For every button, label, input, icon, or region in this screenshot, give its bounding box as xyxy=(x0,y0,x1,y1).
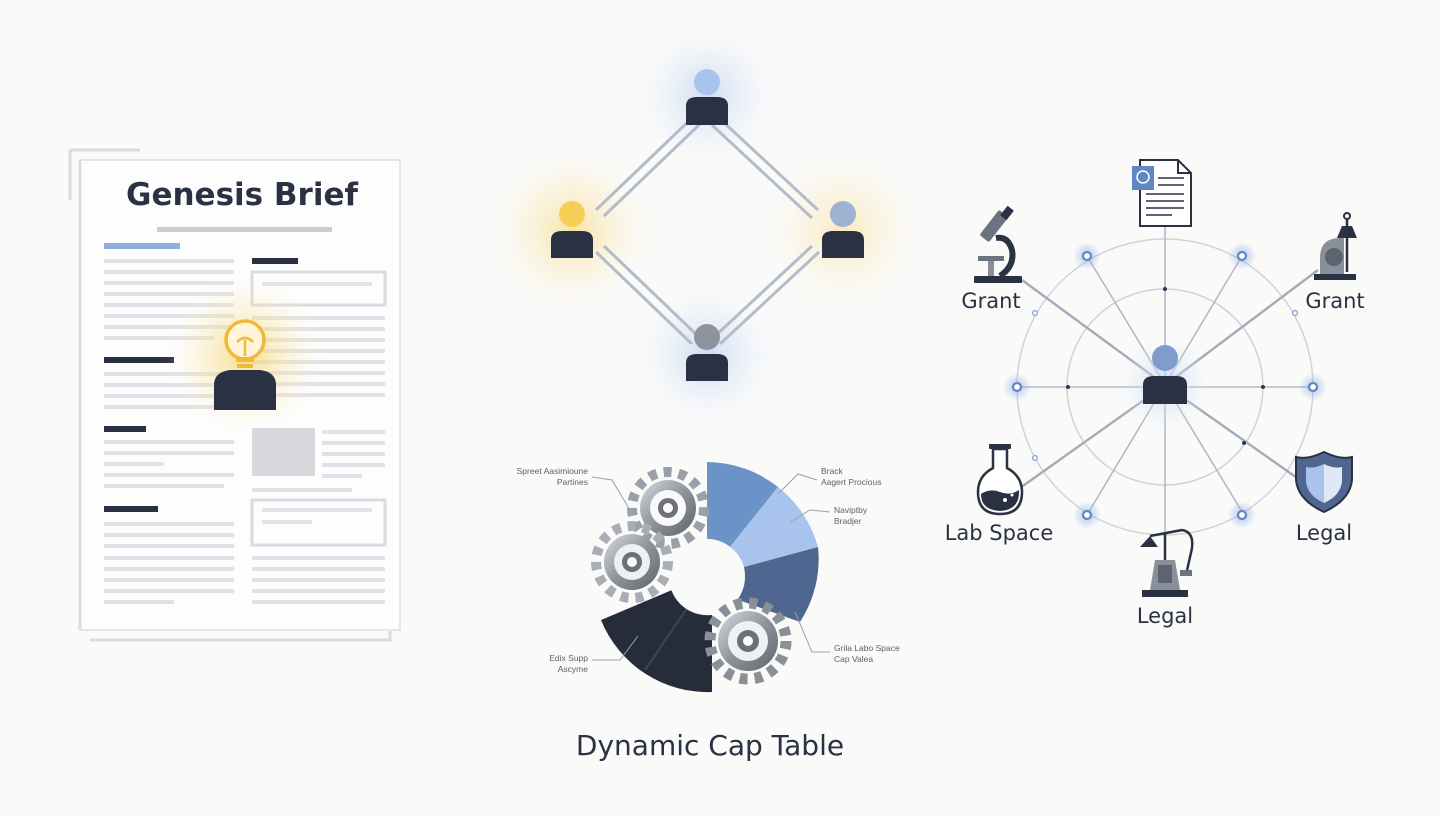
scale-flask-icon xyxy=(1314,212,1357,280)
body-text-lines xyxy=(104,259,234,604)
central-founder xyxy=(1117,337,1213,433)
callout-1-line-1: Aagert Procious xyxy=(821,477,881,487)
team-member-left xyxy=(551,201,593,258)
callout-0-line-1: Partines xyxy=(557,477,588,487)
callout-0-line-0: Spreet Aasimioune xyxy=(517,466,589,476)
accent-heading-bar xyxy=(104,243,180,249)
balance-scale-icon xyxy=(1140,528,1194,597)
label-legal-bottom: Legal xyxy=(1137,604,1193,628)
resource-network: Grant Grant Lab Space Legal xyxy=(945,159,1365,628)
gear-icon xyxy=(591,467,792,685)
cap-table-donut xyxy=(601,462,819,693)
microscope-icon xyxy=(974,205,1022,283)
cap-table-title: Dynamic Cap Table xyxy=(576,729,844,762)
label-lab-space: Lab Space xyxy=(945,521,1054,545)
genesis-brief-title: Genesis Brief xyxy=(126,177,358,213)
callout-4-line-0: Grila Labo Space xyxy=(834,643,900,653)
flask-icon xyxy=(976,444,1024,516)
document-icon xyxy=(1132,159,1192,227)
segment-blue xyxy=(707,462,778,547)
team-network xyxy=(492,25,923,425)
lightbulb-icon xyxy=(224,319,266,368)
image-placeholder xyxy=(252,428,315,476)
segment-navy xyxy=(601,590,712,693)
team-member-bottom xyxy=(686,324,728,381)
callout-4-line-1: Cap Valea xyxy=(834,654,873,664)
segment-light-blue xyxy=(730,487,818,567)
callout-3-line-1: Ascyme xyxy=(558,664,589,674)
cap-table-callouts: Spreet Aasimioune Partines Brack Aagert … xyxy=(517,466,900,674)
label-legal-right: Legal xyxy=(1296,521,1352,545)
callout-2-line-0: Naviptby xyxy=(834,505,868,515)
section-heading-bars xyxy=(104,258,298,512)
shield-icon xyxy=(1295,450,1353,514)
cap-table-illustration: Spreet Aasimioune Partines Brack Aagert … xyxy=(517,462,900,762)
label-grant-right: Grant xyxy=(1305,289,1364,313)
team-member-right xyxy=(822,201,864,258)
team-links xyxy=(594,116,821,346)
team-member-top xyxy=(686,69,728,125)
title-underline xyxy=(157,227,332,232)
callout-3-line-0: Edix Supp xyxy=(549,653,588,663)
genesis-brief-document: Genesis Brief xyxy=(68,148,401,642)
label-grant-left: Grant xyxy=(961,289,1020,313)
person-icon xyxy=(214,370,276,410)
callout-leaders xyxy=(591,473,831,661)
network-nodes xyxy=(1003,242,1327,529)
idea-founder xyxy=(165,275,325,435)
callout-1-line-0: Brack xyxy=(821,466,843,476)
callout-2-line-1: Bradjer xyxy=(834,516,862,526)
